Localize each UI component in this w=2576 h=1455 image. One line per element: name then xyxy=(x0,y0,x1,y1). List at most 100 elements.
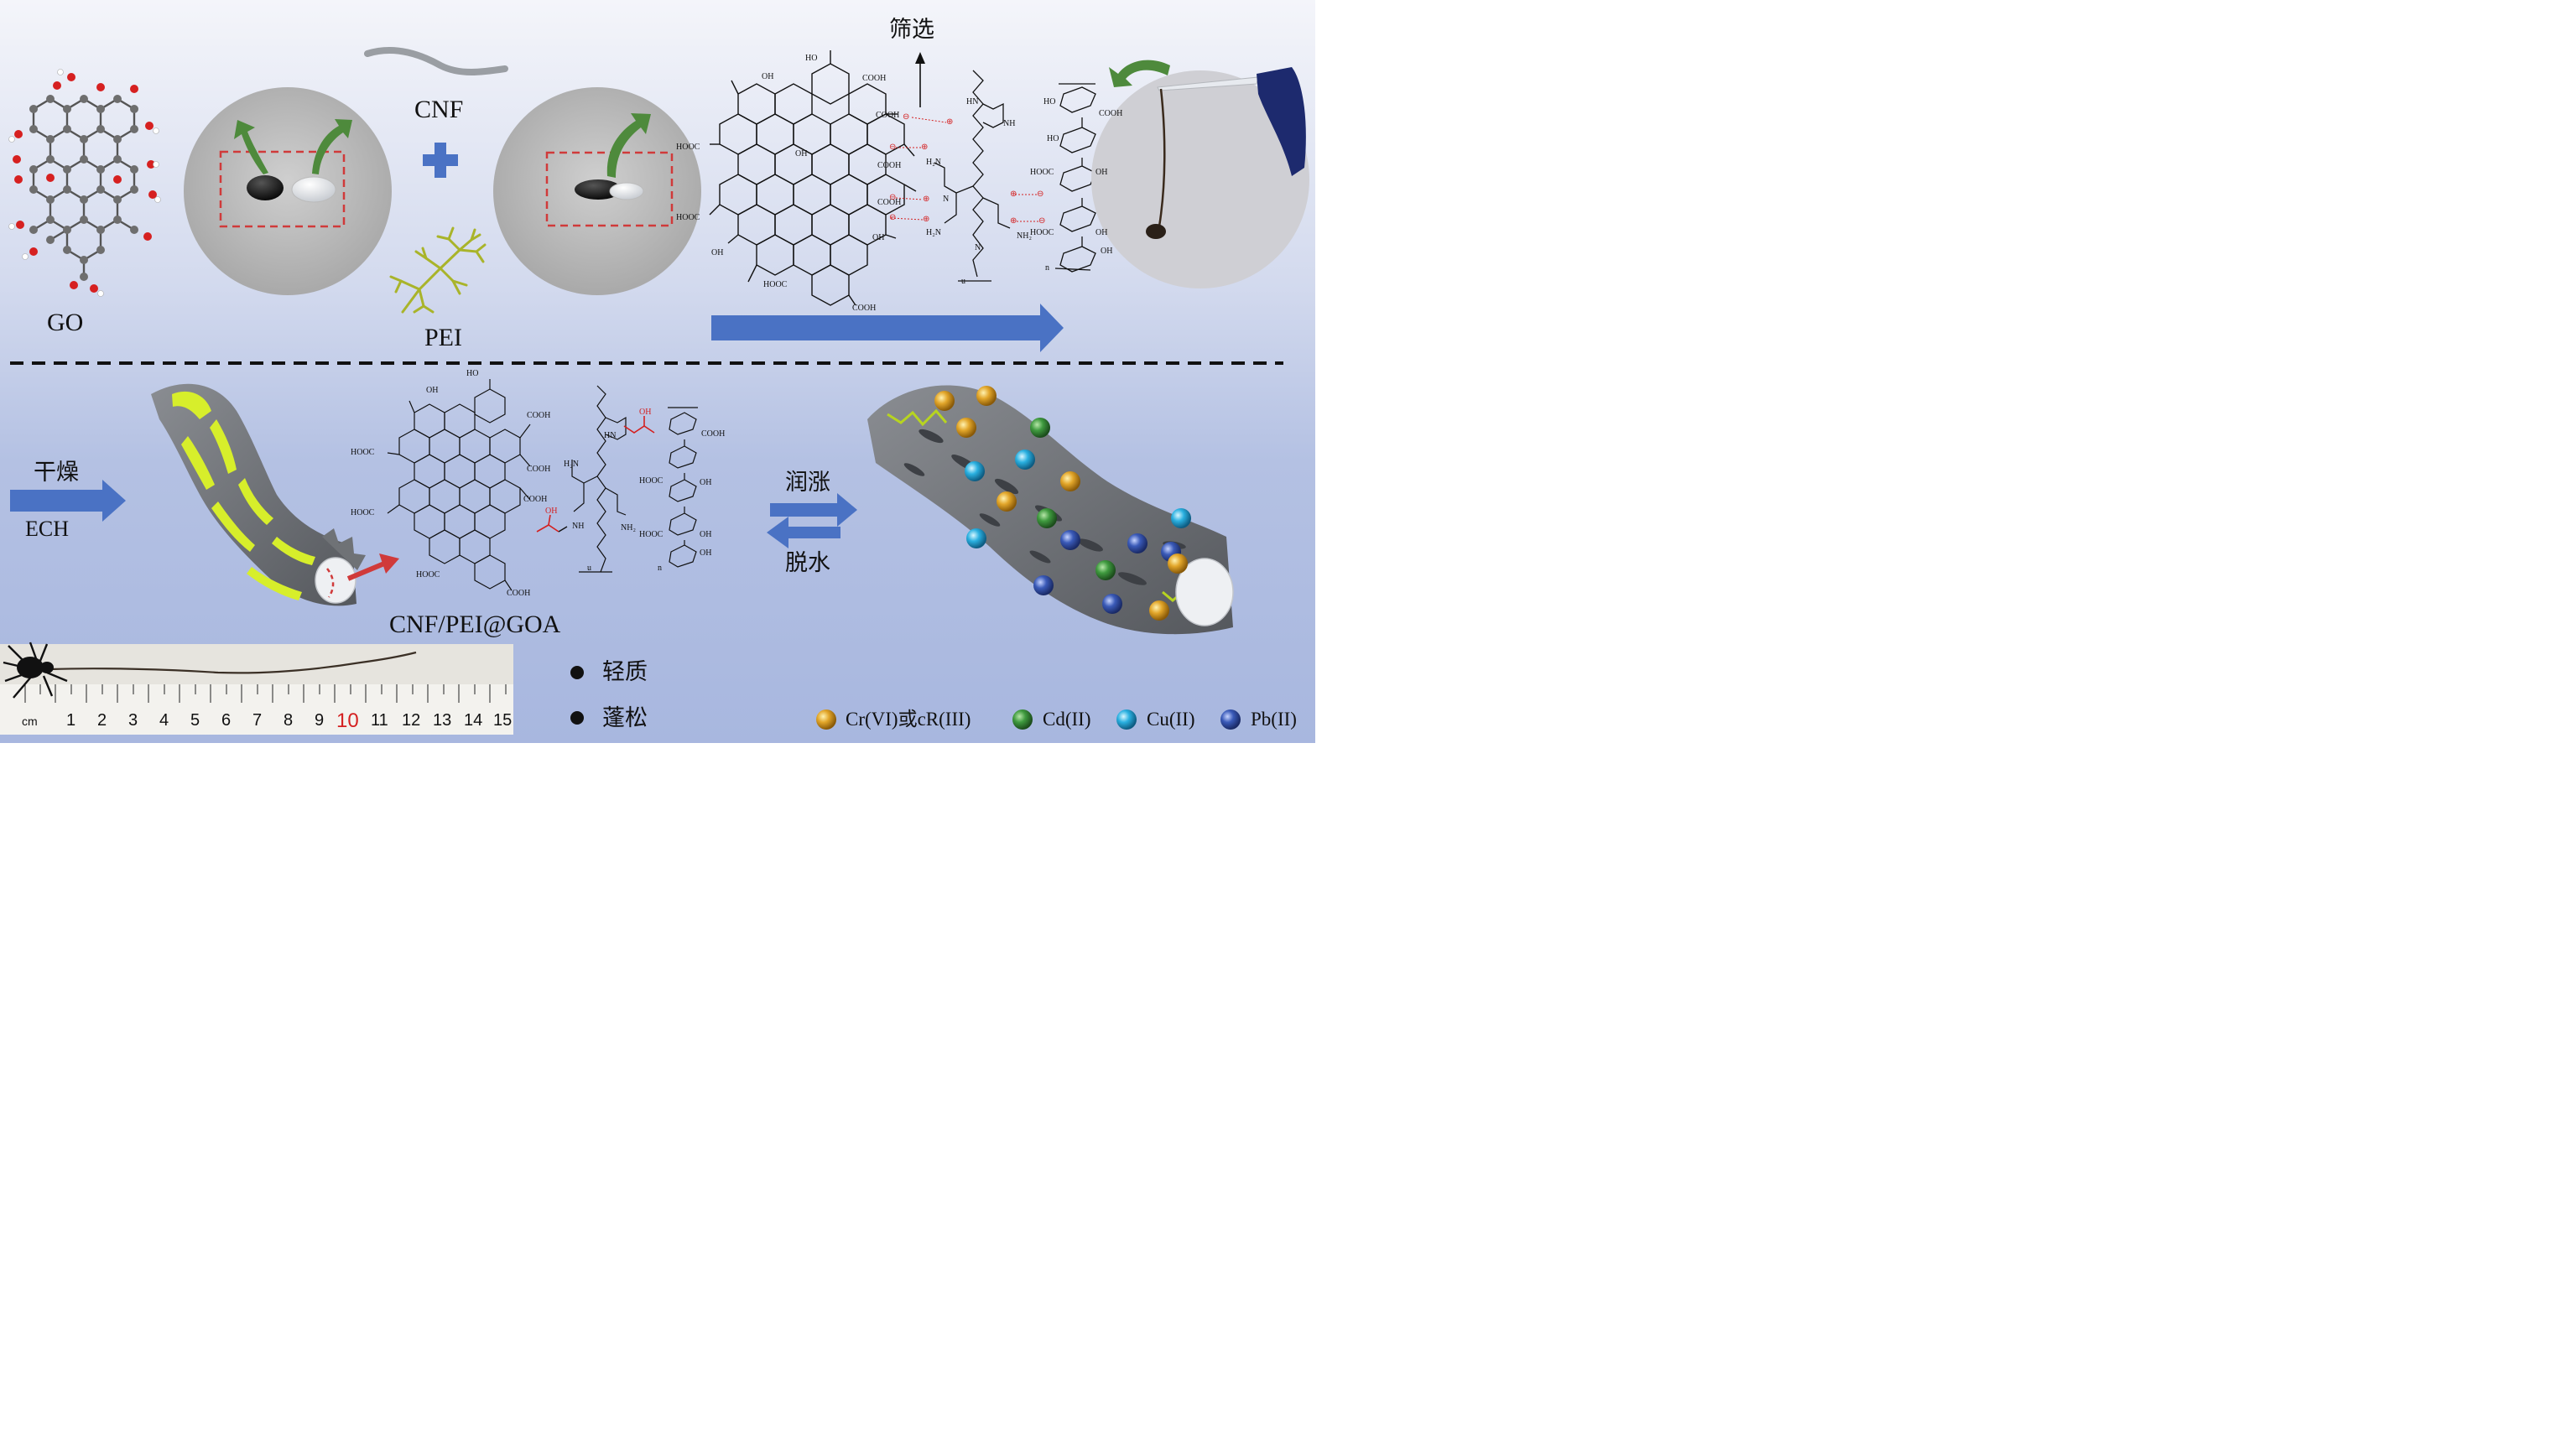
ruler-num-1: 1 xyxy=(66,711,76,730)
chem-cooh-3: COOH xyxy=(877,161,902,170)
ruler-num-14: 14 xyxy=(464,711,483,730)
chem-b-nh2-1: NH₂ xyxy=(621,523,636,533)
go-molecule xyxy=(8,69,161,297)
diagram-artwork xyxy=(0,46,1309,735)
ruler-num-5: 5 xyxy=(190,711,200,730)
plus-icon xyxy=(423,143,458,178)
legend-swatch-cu xyxy=(1116,709,1137,730)
pei-dendrimer xyxy=(389,226,487,314)
label-dry: 干燥 xyxy=(34,460,79,486)
drying-arrow xyxy=(10,480,126,522)
ruler-num-8: 8 xyxy=(284,711,294,730)
pipette-photo xyxy=(1091,60,1309,288)
legend-label-cd: Cd(II) xyxy=(1043,709,1091,730)
chem-plus-1: ⊕ xyxy=(946,117,954,127)
diagram-canvas: GO CNF PEI 筛选 干燥 ECH CNF/PEI@GOA 润涨 脱水 轻… xyxy=(0,0,1315,743)
chem-h2n-2: H₂N xyxy=(926,228,941,237)
ruler-num-3: 3 xyxy=(128,711,138,730)
chem-b-oh-3: OH xyxy=(700,530,712,539)
chem-hooc-1: HOOC xyxy=(763,280,788,289)
go-structure-top xyxy=(709,50,917,306)
chem-b-u: u xyxy=(587,564,591,573)
chem-b-h2n-1: H₂N xyxy=(564,460,579,469)
chem-b-cooh-2: COOH xyxy=(527,465,551,474)
cellulose-structure-top xyxy=(1054,83,1096,273)
aerogel-tube-loaded xyxy=(867,385,1234,635)
chem-b-oh-4: OH xyxy=(700,548,712,558)
chem-plus-3: ⊕ xyxy=(923,195,930,204)
chem-hooc-5: HOOC xyxy=(1030,228,1054,237)
chem-cooh-1: COOH xyxy=(862,74,887,83)
ruler-num-11: 11 xyxy=(371,711,388,730)
chem-plus-2: ⊕ xyxy=(921,143,929,152)
electrostatic-links-top xyxy=(890,117,1038,222)
droplet-photo-2 xyxy=(493,87,701,295)
chem-cooh-4: COOH xyxy=(877,198,902,207)
chem-oh-3: OH xyxy=(711,248,724,257)
ruler-num-10: 10 xyxy=(336,709,359,732)
chem-b-oh-1: OH xyxy=(426,386,439,395)
chem-ho-1: HO xyxy=(805,54,818,63)
chem-b-oh-red-2: OH xyxy=(639,408,652,417)
ruler-num-6: 6 xyxy=(221,711,232,730)
chem-nh-1: NH xyxy=(1003,119,1016,128)
chem-b-hn-1: HN xyxy=(604,431,617,440)
chem-b-cooh-5: COOH xyxy=(701,429,726,439)
ruler-num-15: 15 xyxy=(493,711,513,730)
chem-ho-3: HO xyxy=(1047,134,1059,143)
process-arrow-top xyxy=(711,304,1064,352)
chem-hn-1: HN xyxy=(966,97,979,107)
label-screen: 筛选 xyxy=(889,17,934,43)
legend-label-pb: Pb(II) xyxy=(1251,709,1297,730)
legend-label-cu: Cu(II) xyxy=(1147,709,1195,730)
chem-b-hooc-2: HOOC xyxy=(351,508,375,517)
label-go: GO xyxy=(47,309,84,336)
aerogel-tube-dry xyxy=(151,383,399,606)
cnf-fiber xyxy=(364,46,508,75)
chem-b-oh-2: OH xyxy=(700,478,712,487)
ruler-num-12: 12 xyxy=(402,711,421,730)
ruler-photo xyxy=(0,642,513,735)
screening-arrow xyxy=(915,52,925,107)
chem-ho-2: HO xyxy=(1043,97,1056,107)
chem-minus-5: ⊖ xyxy=(1037,190,1044,199)
chem-oh-6: OH xyxy=(1095,228,1108,237)
ruler-num-13: 13 xyxy=(433,711,452,730)
droplet-photo-1 xyxy=(184,87,392,295)
chem-n-2: N xyxy=(975,243,981,252)
label-pei: PEI xyxy=(424,324,462,351)
chem-minus-2: ⊖ xyxy=(889,143,897,152)
chem-b-cooh-4: COOH xyxy=(507,589,531,598)
chem-b-oh-red-1: OH xyxy=(545,507,558,516)
chem-plus-4: ⊕ xyxy=(923,215,930,224)
chem-minus-1: ⊖ xyxy=(903,112,910,122)
swell-arrow xyxy=(770,493,857,527)
chem-b-hooc-1: HOOC xyxy=(351,448,375,457)
label-ech: ECH xyxy=(25,517,69,541)
legend-swatch-pb xyxy=(1220,709,1241,730)
legend-swatch-cd xyxy=(1012,709,1033,730)
ruler-num-4: 4 xyxy=(159,711,169,730)
chem-b-hooc-5: HOOC xyxy=(639,530,664,539)
legend-label-cr: Cr(VI)或cR(III) xyxy=(846,709,971,730)
label-cnf: CNF xyxy=(414,96,464,123)
chem-minus-6: ⊖ xyxy=(1038,216,1046,226)
pei-structure-top xyxy=(934,70,1011,282)
label-dehydrate: 脱水 xyxy=(785,550,830,576)
chem-hooc-3: HOOC xyxy=(676,213,700,222)
legend-swatches xyxy=(816,709,1241,730)
chem-h2n-1: H₂N xyxy=(926,158,941,167)
chem-b-cooh-3: COOH xyxy=(523,495,548,504)
chem-oh-2: OH xyxy=(872,233,885,242)
ruler-unit: cm xyxy=(22,715,38,728)
chem-oh-5: OH xyxy=(1095,168,1108,177)
label-light: 轻质 xyxy=(602,659,648,685)
chem-b-hooc-3: HOOC xyxy=(416,570,440,579)
chem-minus-3: ⊖ xyxy=(889,193,897,202)
chem-b-ho-1: HO xyxy=(466,369,479,378)
chem-b-n-sub: n xyxy=(658,564,662,573)
chem-oh-1: OH xyxy=(762,72,774,81)
chem-hooc-2: HOOC xyxy=(676,143,700,152)
chem-b-hooc-4: HOOC xyxy=(639,476,664,486)
label-fluffy: 蓬松 xyxy=(602,705,648,731)
